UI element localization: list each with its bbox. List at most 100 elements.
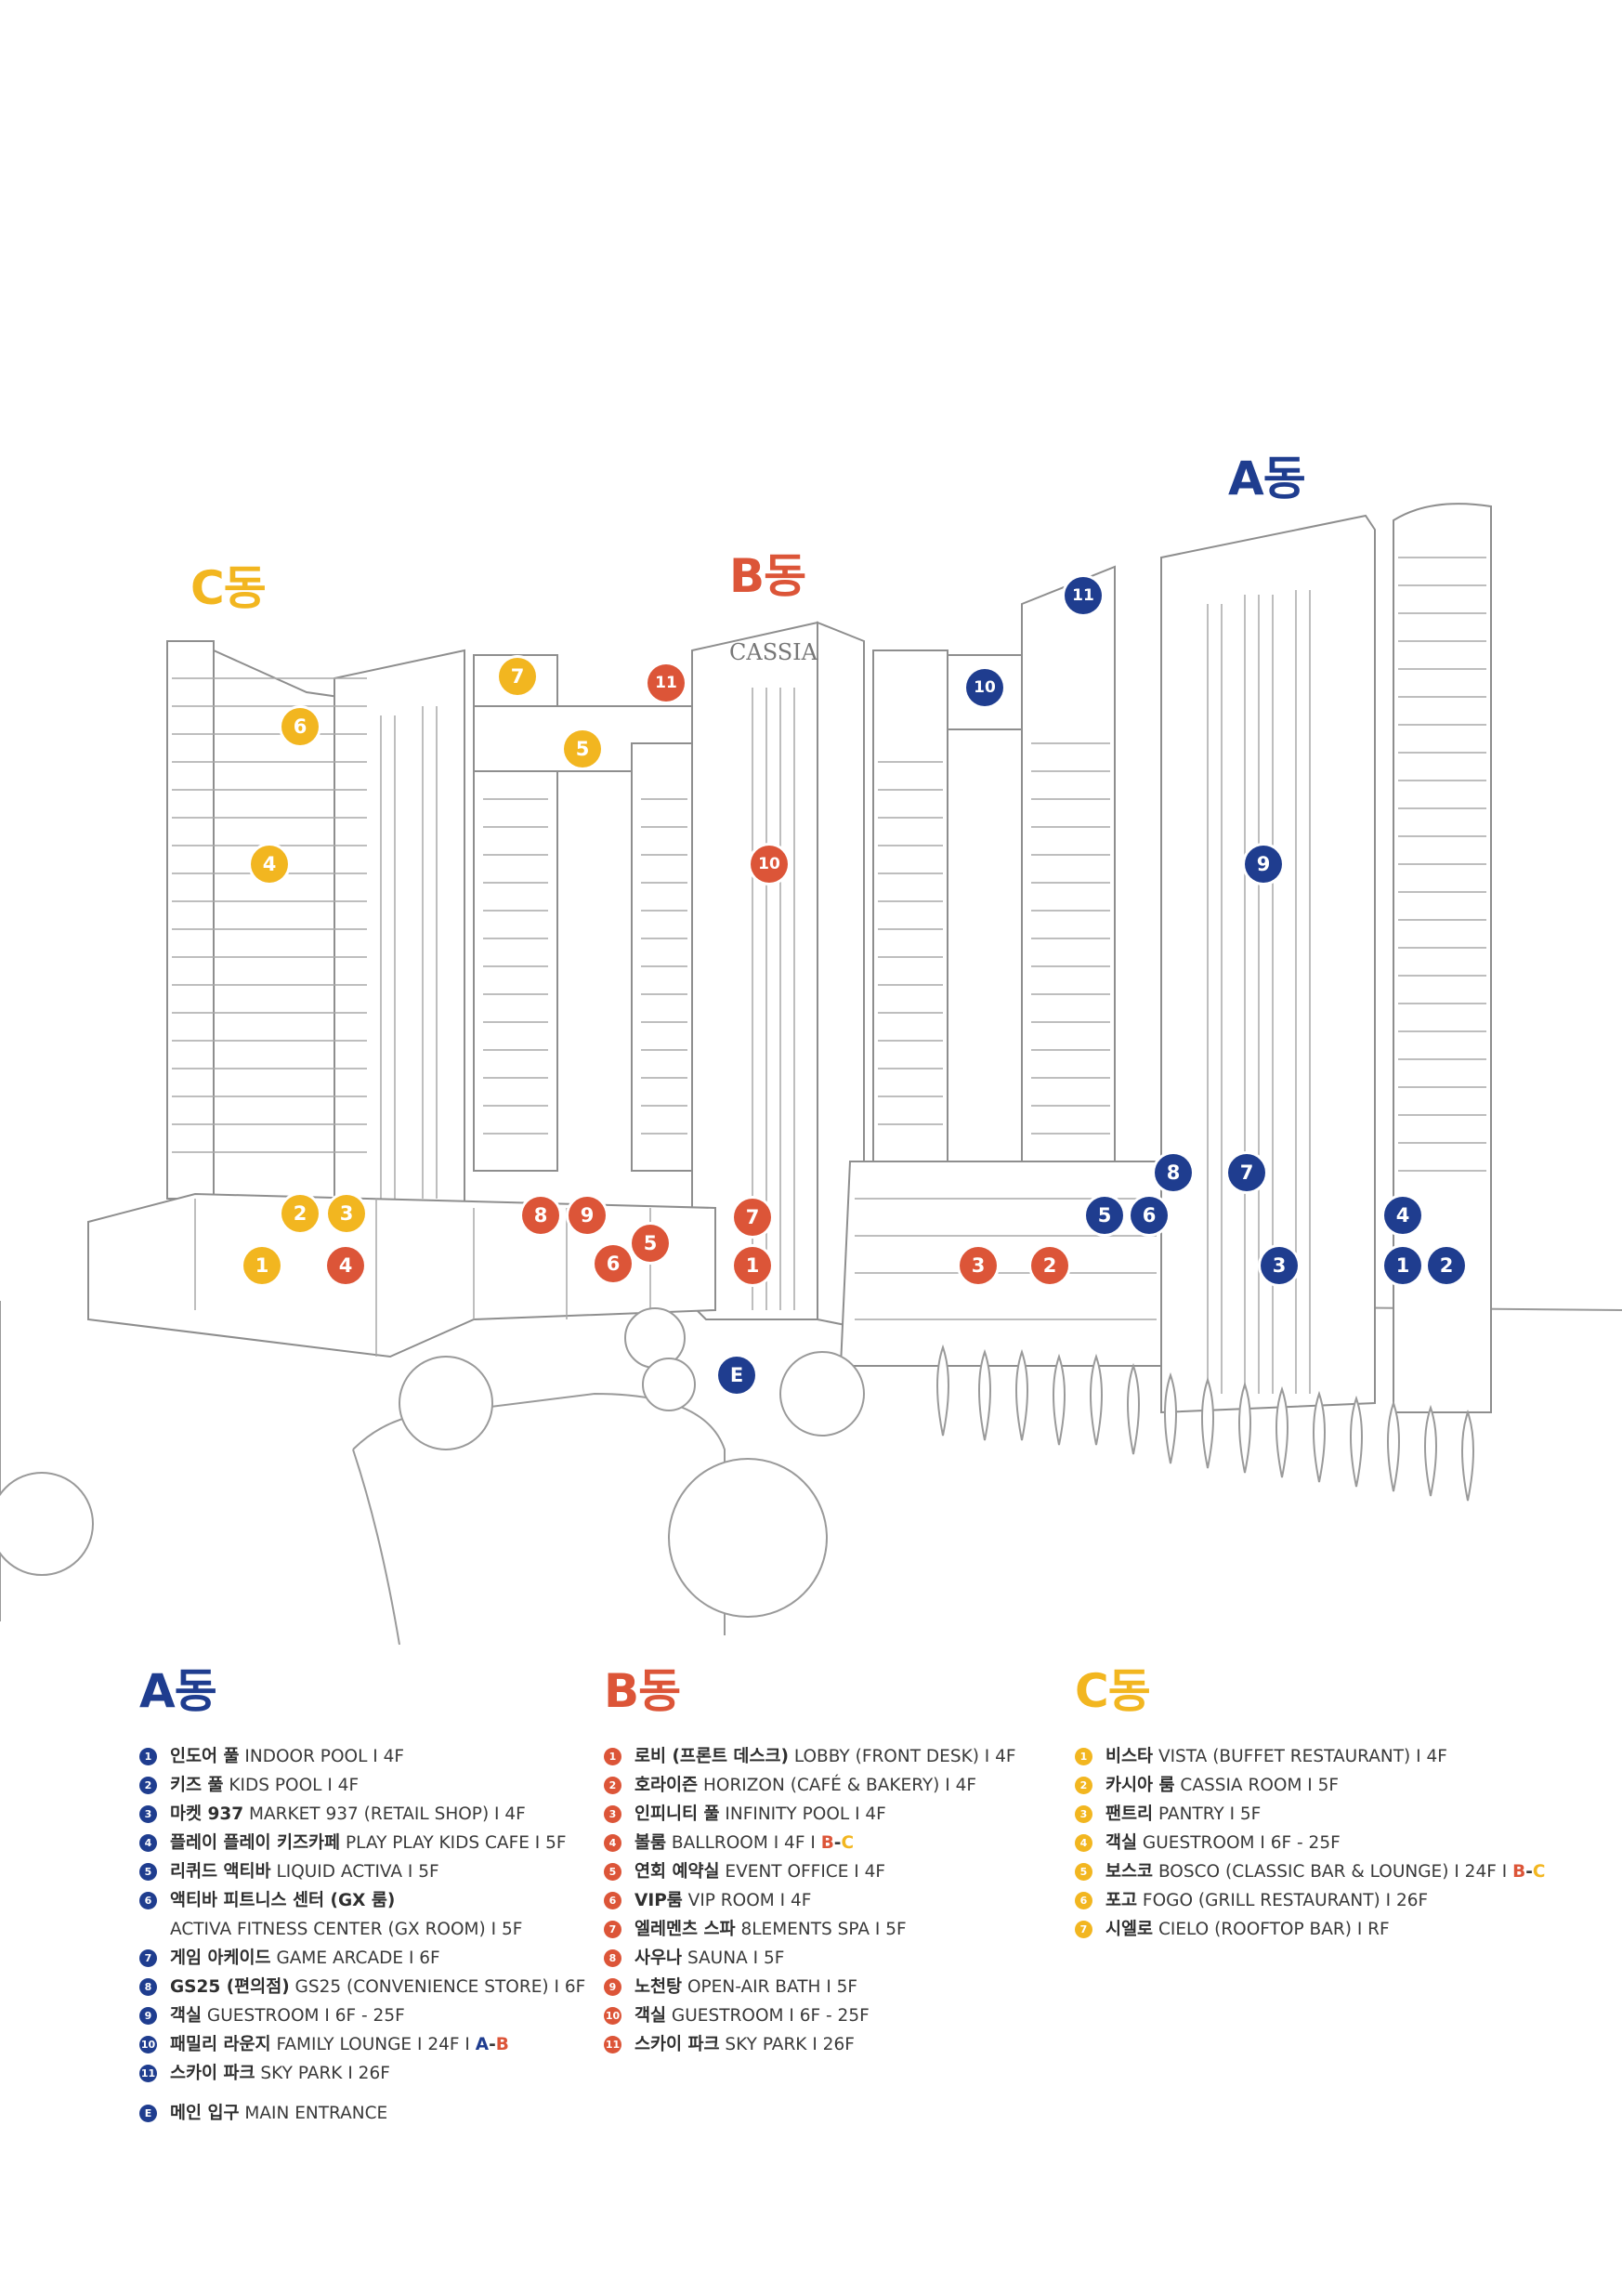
- map-marker-b-4[interactable]: 4: [327, 1247, 364, 1284]
- legend-link-wing: B: [495, 2035, 509, 2054]
- legend-item-ko: 팬트리: [1105, 1804, 1154, 1824]
- map-marker-c-7[interactable]: 7: [499, 658, 536, 695]
- legend-item-text: 시엘로 CIELO (ROOFTOP BAR) I RF: [1105, 1915, 1390, 1944]
- legend-item-text: ACTIVA FITNESS CENTER (GX ROOM) I 5F: [170, 1915, 522, 1944]
- map-marker-a-7[interactable]: 7: [1228, 1154, 1265, 1191]
- legend-item-ko: 로비 (프론트 데스크): [634, 1747, 789, 1766]
- legend-item-text: 게임 아케이드 GAME ARCADE I 6F: [170, 1944, 440, 1973]
- map-marker-a-11[interactable]: 11: [1065, 577, 1102, 614]
- legend-item-text: 노천탕 OPEN-AIR BATH I 5F: [634, 1973, 857, 2001]
- legend-number-badge: 8: [604, 1949, 621, 1967]
- podium-left: [87, 1192, 716, 1358]
- legend-item-text: 볼룸 BALLROOM I 4F I B-C: [634, 1829, 854, 1857]
- map-marker-b-3[interactable]: 3: [960, 1247, 997, 1284]
- map-marker-a-10[interactable]: 10: [966, 669, 1003, 706]
- legend-number-badge: 3: [1075, 1805, 1092, 1823]
- b-wing-lines: [752, 688, 795, 1310]
- legend-item-text: 객실 GUESTROOM I 6F - 25F: [170, 2001, 405, 2030]
- legend-item-text: 보스코 BOSCO (CLASSIC BAR & LOUNGE) I 24F I…: [1105, 1857, 1545, 1886]
- legend-item-floor: I 5F: [870, 1920, 907, 1939]
- map-marker-b-9[interactable]: 9: [569, 1197, 606, 1234]
- b-mid-tower: [631, 742, 693, 1172]
- map-marker-b-6[interactable]: 6: [595, 1245, 632, 1282]
- path-curve: [352, 1392, 726, 1635]
- map-marker-a-1[interactable]: 1: [1384, 1247, 1421, 1284]
- legend-item-floor: I 6F: [403, 1948, 440, 1968]
- legend-item-ko: 키즈 풀: [170, 1776, 224, 1795]
- legend-item-text: 패밀리 라운지 FAMILY LOUNGE I 24F I A-B: [170, 2030, 509, 2059]
- map-marker-c-3[interactable]: 3: [328, 1195, 365, 1232]
- building-illustration: CASSIA: [0, 503, 1622, 1646]
- map-marker-b-11[interactable]: 11: [647, 664, 685, 702]
- map-marker-b-2[interactable]: 2: [1031, 1247, 1068, 1284]
- legend-item-text: VIP룸 VIP ROOM I 4F: [634, 1886, 811, 1915]
- legend-item-text: 카시아 룸 CASSIA ROOM I 5F: [1105, 1771, 1339, 1800]
- legend-item-ko: 리퀴드 액티바: [170, 1862, 271, 1882]
- legend-item-ko: 마켓 937: [170, 1804, 244, 1824]
- legend-item-floor: I 5F: [485, 1920, 523, 1939]
- legend-item-en: BOSCO (CLASSIC BAR & LOUNGE): [1153, 1862, 1449, 1882]
- b-right-tower-right: [1021, 565, 1116, 1162]
- legend-item-en: HORIZON (CAFÉ & BAKERY): [698, 1776, 940, 1795]
- legend-item: 7 게임 아케이드 GAME ARCADE I 6F: [139, 1944, 585, 1973]
- legend-item-floor: I 4F: [978, 1747, 1016, 1766]
- legend-item-en: EVENT OFFICE: [719, 1862, 849, 1882]
- map-marker-main-entrance[interactable]: E: [718, 1357, 755, 1394]
- legend-item-en: LIQUID ACTIVA: [270, 1862, 403, 1882]
- map-marker-c-5[interactable]: 5: [564, 730, 601, 768]
- legend-item-floor: I 26F: [1380, 1891, 1429, 1910]
- map-marker-a-9[interactable]: 9: [1245, 846, 1282, 883]
- cassia-logo: CASSIA: [729, 639, 818, 665]
- b-right-tower-left: [872, 649, 948, 1162]
- map-marker-c-6[interactable]: 6: [281, 708, 319, 745]
- a-wing-lines: [1207, 590, 1311, 1394]
- map-marker-b-8[interactable]: 8: [522, 1197, 559, 1234]
- legend-item-en: BALLROOM: [666, 1833, 768, 1853]
- legend-title-c: C동: [1075, 1664, 1151, 1718]
- legend-number-badge: 6: [1075, 1892, 1092, 1909]
- legend-item-en: KIDS POOL: [223, 1776, 322, 1795]
- map-marker-c-2[interactable]: 2: [281, 1195, 319, 1232]
- legend-item-ko: GS25 (편의점): [170, 1977, 290, 1997]
- legend-number-badge: 3: [604, 1805, 621, 1823]
- map-marker-c-1[interactable]: 1: [243, 1247, 281, 1284]
- map-marker-a-3[interactable]: 3: [1261, 1247, 1298, 1284]
- legend-number-badge: 11: [139, 2065, 157, 2082]
- map-marker-a-5[interactable]: 5: [1086, 1197, 1123, 1234]
- legend-item-text: 인도어 풀 INDOOR POOL I 4F: [170, 1742, 404, 1771]
- legend-item-ko: 시엘로: [1105, 1920, 1154, 1939]
- map-marker-c-4[interactable]: 4: [251, 846, 288, 883]
- legend-item-floor: I RF: [1351, 1920, 1390, 1939]
- map-marker-b-10[interactable]: 10: [751, 846, 788, 883]
- map-marker-b-1[interactable]: 1: [734, 1247, 771, 1284]
- map-marker-b-7[interactable]: 7: [734, 1199, 771, 1236]
- map-label-a-wing: A동: [1228, 452, 1306, 505]
- legend-number-badge: 1: [604, 1748, 621, 1765]
- a-wing-round-tower: [1393, 503, 1492, 1413]
- map-marker-b-5[interactable]: 5: [632, 1225, 669, 1262]
- legend-item-en: CASSIA ROOM: [1174, 1776, 1302, 1795]
- map-marker-a-6[interactable]: 6: [1131, 1197, 1168, 1234]
- legend-link-dash: -: [1525, 1862, 1533, 1882]
- legend-item-ko: 사우나: [634, 1948, 683, 1968]
- map-marker-a-8[interactable]: 8: [1155, 1154, 1192, 1191]
- legend-number-badge: 4: [139, 1834, 157, 1852]
- legend-item-floor: I 26F: [342, 2064, 390, 2083]
- legend-item-en: GUESTROOM: [202, 2006, 320, 2026]
- legend-item-ko: 인피니티 풀: [634, 1804, 720, 1824]
- legend-item-ko: 메인 입구: [170, 2104, 240, 2123]
- legend-number-badge: 3: [139, 1805, 157, 1823]
- map-marker-a-4[interactable]: 4: [1384, 1197, 1421, 1234]
- legend-link-wing: C: [1532, 1862, 1546, 1882]
- map-marker-a-2[interactable]: 2: [1428, 1247, 1465, 1284]
- legend-number-badge: 7: [139, 1949, 157, 1967]
